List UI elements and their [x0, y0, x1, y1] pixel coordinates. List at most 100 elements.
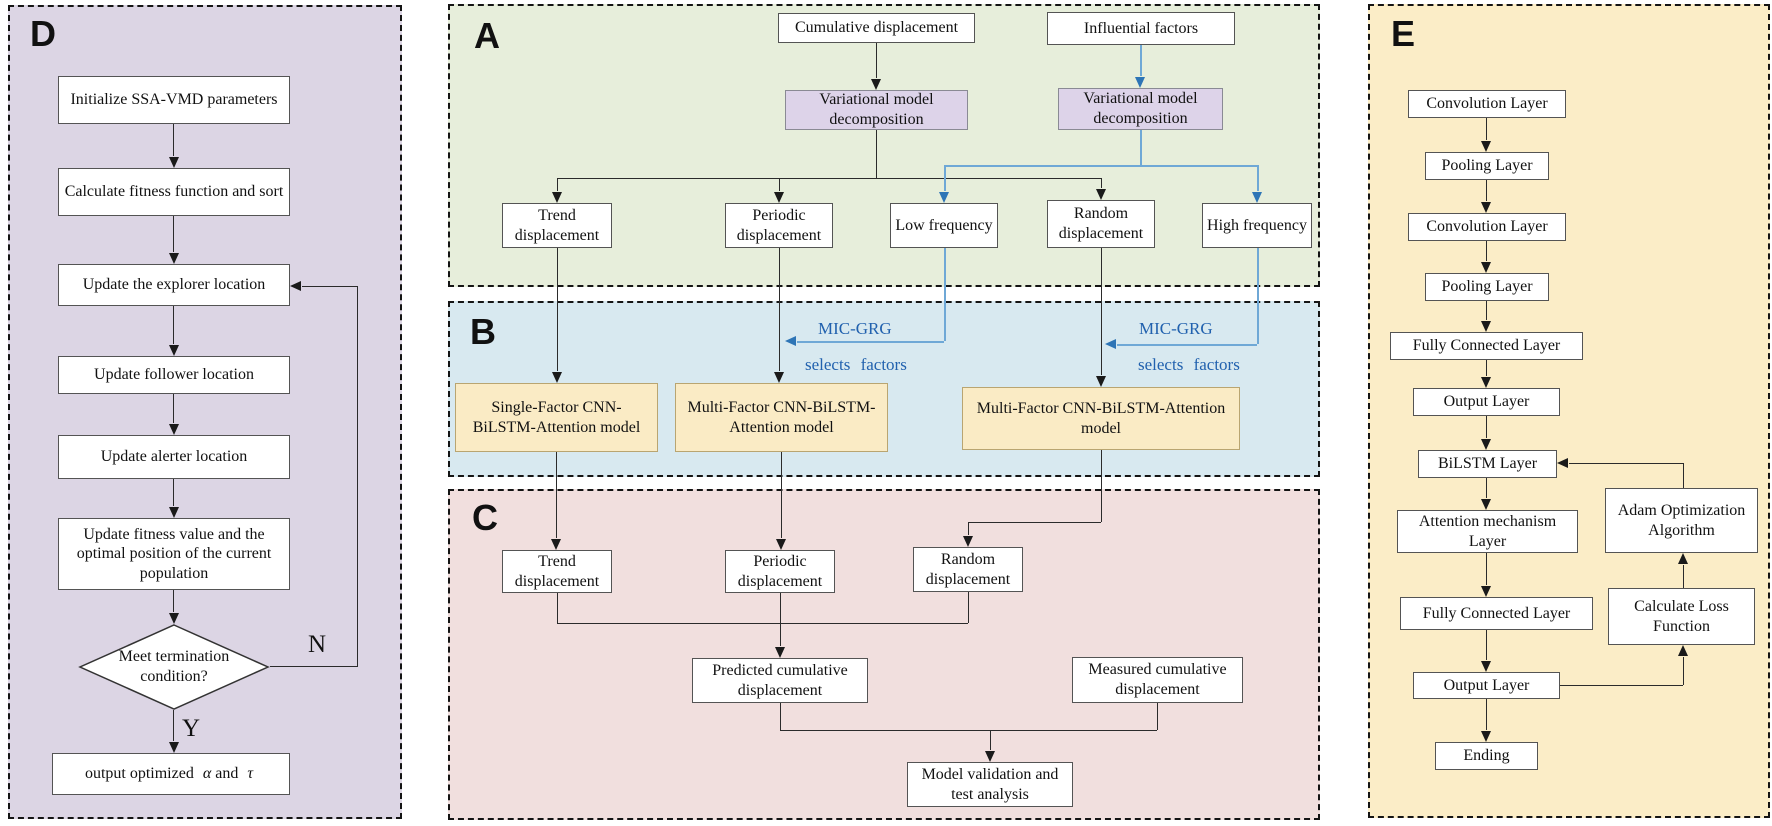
- connector-line: [1486, 301, 1487, 320]
- connector-line: [173, 124, 174, 156]
- node-output-layer-2: Output Layer: [1413, 672, 1560, 699]
- connector-line: [1486, 699, 1487, 730]
- node-multi-factor-model-2: Multi-Factor CNN-BiLSTM-Attention model: [962, 387, 1240, 450]
- panel-c-validation: [448, 489, 1320, 820]
- arrowhead: [1135, 77, 1145, 88]
- arrowhead: [1481, 499, 1491, 510]
- node-measured-cumulative: Measured cumulative displacement: [1072, 657, 1243, 703]
- connector-line: [1140, 130, 1142, 165]
- arrowhead: [169, 507, 179, 518]
- node-low-frequency: Low frequency: [890, 203, 998, 248]
- step-calculate-fitness: Calculate fitness function and sort: [58, 168, 290, 216]
- connector-line: [780, 703, 781, 730]
- connector-line: [990, 730, 991, 750]
- node-fully-connected-layer-1: Fully Connected Layer: [1390, 332, 1583, 360]
- step-update-fitness-value: Update fitness value and the optimal pos…: [58, 518, 290, 590]
- branch-no-label: N: [308, 631, 327, 658]
- arrowhead: [169, 345, 179, 356]
- connector-line: [357, 286, 358, 667]
- decision-termination: Meet termination condition?: [78, 624, 270, 710]
- connector-line: [1101, 450, 1102, 522]
- connector-line: [876, 130, 877, 178]
- arrowhead: [169, 742, 179, 753]
- connector-line: [968, 592, 969, 623]
- output-prefix: output optimized: [84, 765, 194, 783]
- connector-line: [557, 248, 558, 371]
- connector-line: [173, 394, 174, 423]
- connector-line: [1486, 416, 1487, 438]
- arrowhead: [552, 372, 562, 383]
- arrowhead: [1481, 262, 1491, 273]
- connector-line: [876, 43, 877, 78]
- connector-line: [557, 178, 1101, 179]
- arrowhead: [290, 281, 301, 291]
- connector-line: [557, 178, 558, 191]
- node-adam-optimization: Adam Optimization Algorithm: [1605, 488, 1758, 553]
- connector-line: [173, 216, 174, 252]
- connector-line: [1101, 248, 1102, 375]
- arrowhead: [1481, 661, 1491, 672]
- node-attention-mechanism-layer: Attention mechanism Layer: [1397, 510, 1578, 553]
- arrowhead: [552, 192, 562, 203]
- selects-factors-label-left: selects factors: [805, 355, 907, 374]
- panel-a-label: A: [474, 15, 500, 56]
- node-multi-factor-model: Multi-Factor CNN-BiLSTM-Attention model: [675, 383, 888, 452]
- arrowhead: [1481, 141, 1491, 152]
- arrowhead: [1678, 553, 1688, 564]
- connector-line: [779, 178, 780, 191]
- arrowhead: [939, 192, 949, 203]
- arrowhead: [1678, 645, 1688, 656]
- panel-d-label: D: [30, 13, 56, 54]
- connector-line: [1486, 630, 1487, 660]
- connector-line: [797, 341, 944, 343]
- panel-e-label: E: [1391, 13, 1416, 54]
- arrowhead: [776, 539, 786, 550]
- connector-line: [1683, 565, 1684, 588]
- connector-line: [1117, 344, 1257, 346]
- panel-b-label: B: [470, 311, 496, 352]
- node-bilstm-layer: BiLSTM Layer: [1418, 450, 1557, 478]
- node-calculate-loss: Calculate Loss Function: [1608, 588, 1755, 645]
- step-output-optimized: output optimized α and τ: [52, 753, 290, 795]
- alpha-symbol: α: [202, 765, 212, 783]
- node-model-validation: Model validation and test analysis: [907, 762, 1073, 807]
- connector-line: [1560, 685, 1683, 686]
- arrowhead: [775, 647, 785, 658]
- arrowhead: [169, 157, 179, 168]
- node-trend-displacement-c: Trend displacement: [502, 550, 612, 593]
- decision-termination-text: Meet termination condition?: [118, 648, 230, 685]
- arrowhead: [551, 539, 561, 550]
- connector-line: [557, 593, 558, 623]
- arrowhead: [785, 336, 796, 346]
- connector-line: [779, 248, 780, 371]
- node-high-frequency: High frequency: [1202, 203, 1312, 248]
- node-vmd-left: Variational model decomposition: [785, 90, 968, 130]
- connector-line: [1486, 360, 1487, 376]
- node-influential-factors: Influential factors: [1047, 12, 1235, 45]
- node-random-displacement-a: Random displacement: [1047, 200, 1155, 248]
- connector-line: [1486, 241, 1487, 261]
- node-fully-connected-layer-2: Fully Connected Layer: [1400, 597, 1593, 630]
- connector-line: [781, 452, 782, 538]
- connector-line: [173, 479, 174, 506]
- node-cumulative-displacement: Cumulative displacement: [778, 13, 975, 43]
- connector-line: [1101, 178, 1102, 188]
- arrowhead: [1481, 202, 1491, 213]
- node-trend-displacement-a: Trend displacement: [502, 203, 612, 248]
- connector-line: [173, 590, 174, 612]
- arrowhead: [1096, 376, 1106, 387]
- step-update-follower: Update follower location: [58, 356, 290, 394]
- connector-line: [1157, 703, 1158, 730]
- arrowhead: [1096, 189, 1106, 200]
- connector-line: [1486, 478, 1487, 498]
- arrowhead: [1481, 586, 1491, 597]
- node-random-displacement-c: Random displacement: [913, 547, 1023, 592]
- arrowhead: [169, 253, 179, 264]
- connector-line: [780, 623, 781, 646]
- arrowhead: [1481, 377, 1491, 388]
- arrowhead: [1105, 339, 1116, 349]
- arrowhead: [871, 79, 881, 90]
- connector-line: [302, 286, 357, 287]
- arrowhead: [1481, 731, 1491, 742]
